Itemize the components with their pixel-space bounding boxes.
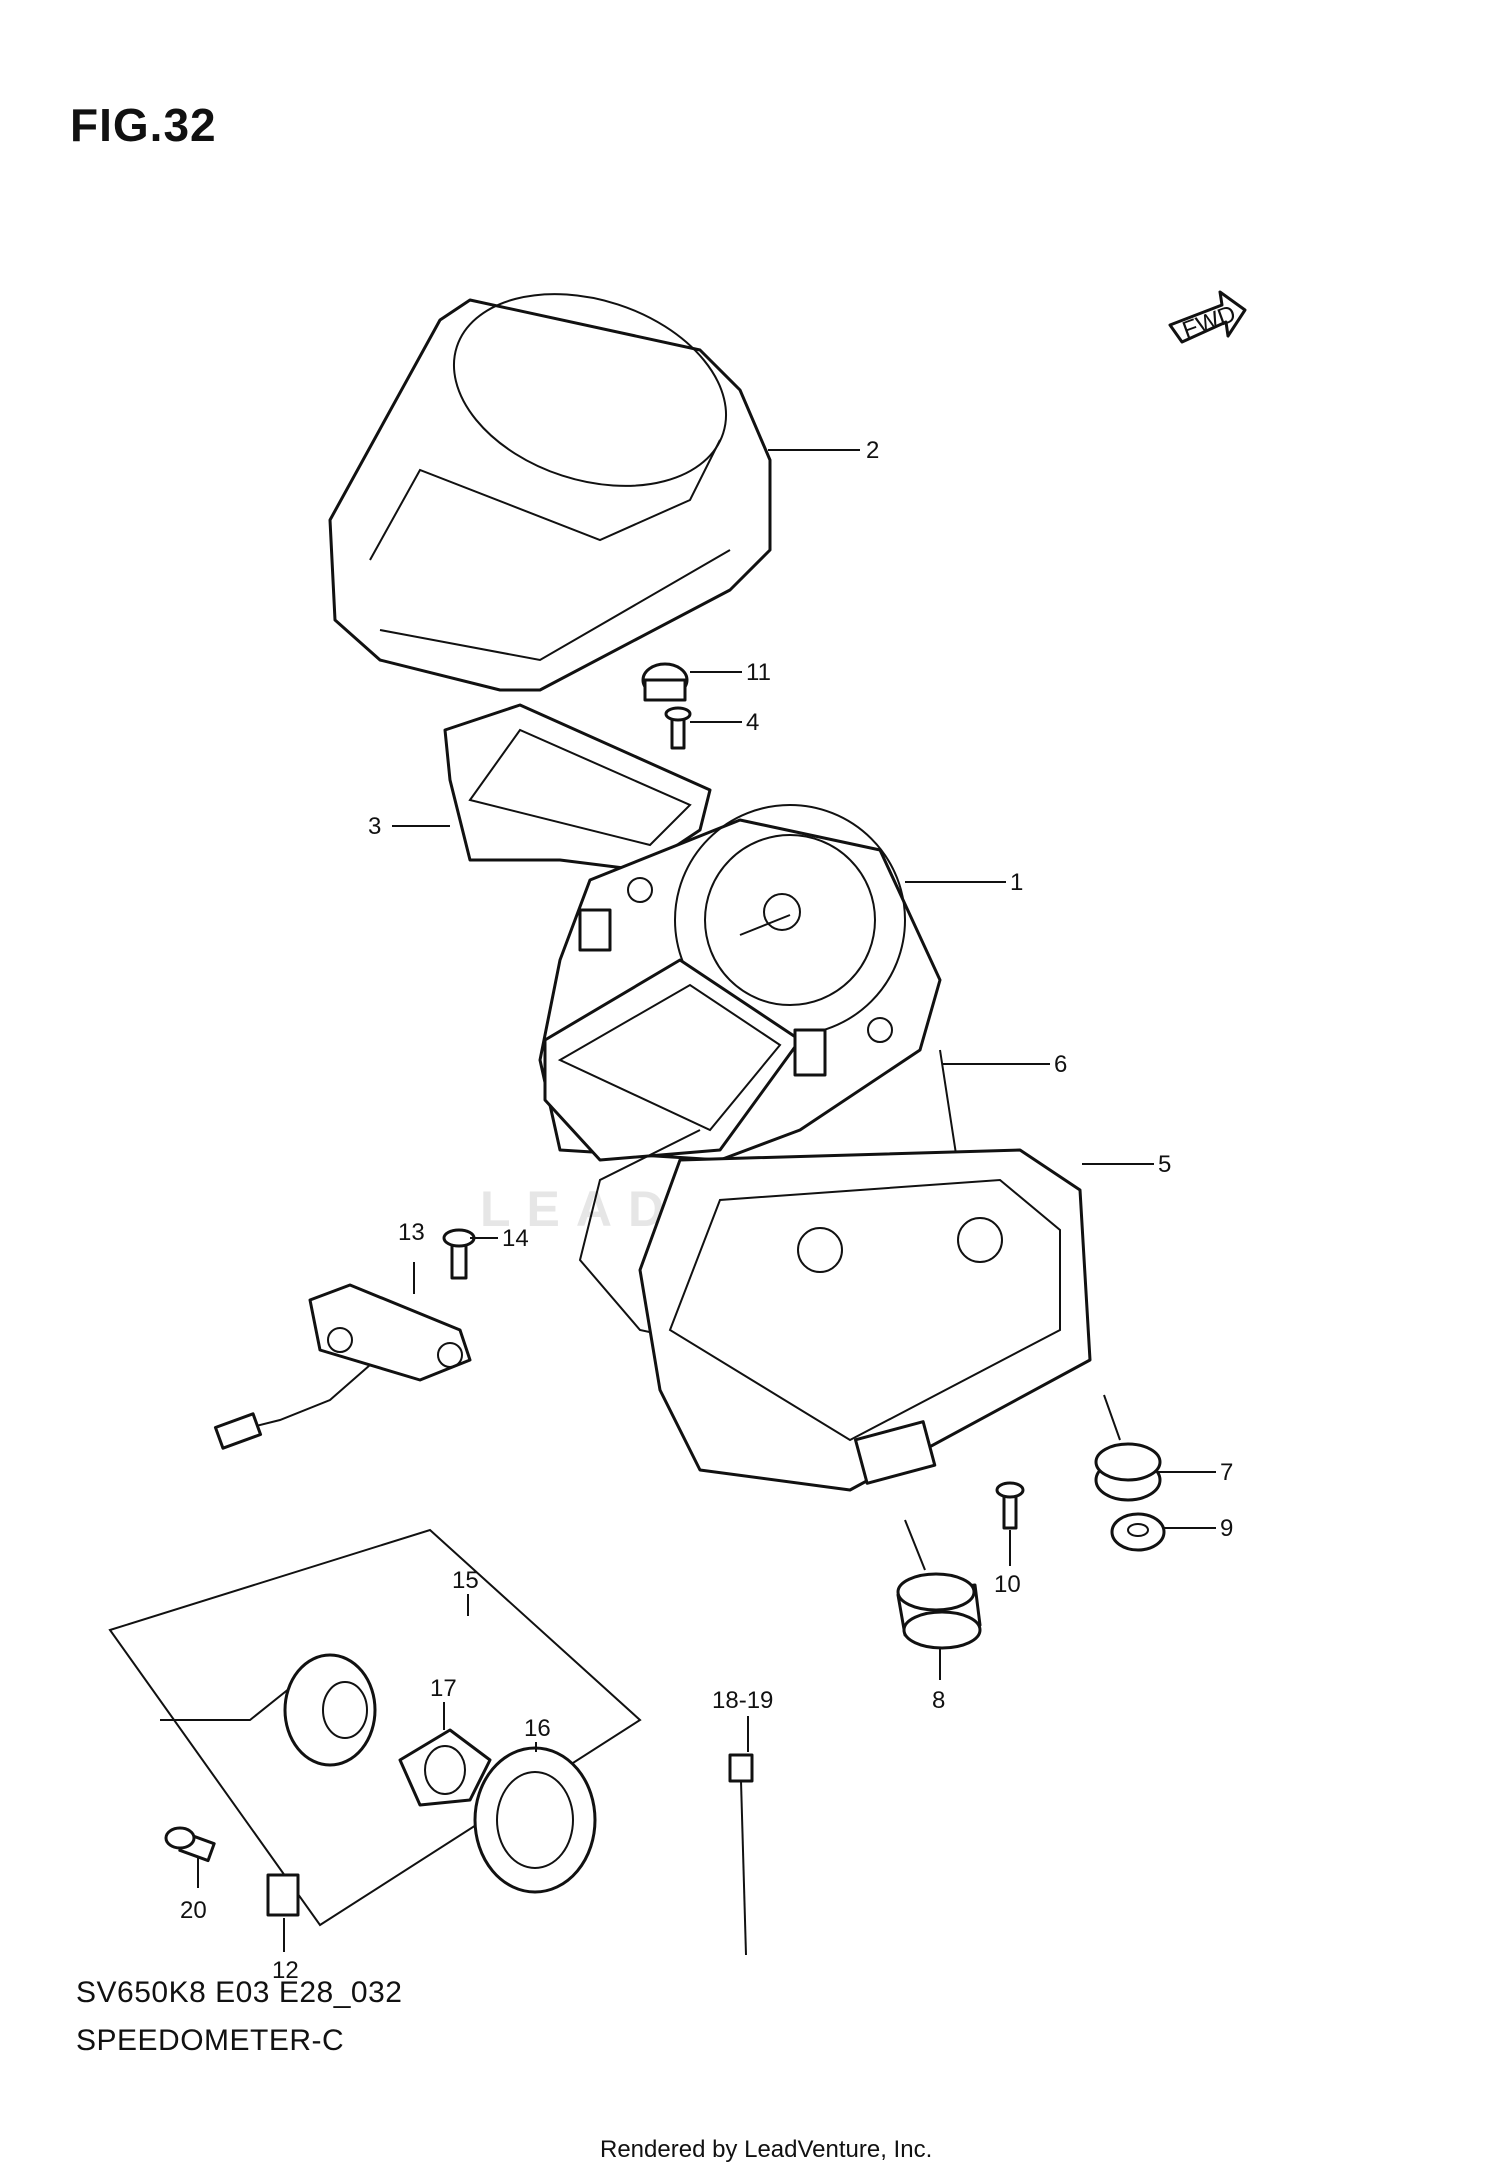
callout-13: 13 xyxy=(398,1219,425,1246)
leader-lines xyxy=(197,449,1216,1952)
part-clip-12 xyxy=(266,1873,300,1917)
model-code: SV650K8 E03 E28_032 xyxy=(76,1976,403,2009)
callout-18-19: 18-19 xyxy=(712,1687,773,1714)
part-sensor-13 xyxy=(213,1283,472,1450)
callout-8: 8 xyxy=(932,1687,945,1714)
part-grommet-11 xyxy=(641,662,689,702)
part-ring-16 xyxy=(473,1746,597,1894)
part-cushion-8 xyxy=(896,1572,982,1650)
part-washer-9 xyxy=(1110,1512,1166,1552)
callout-6: 6 xyxy=(1054,1051,1067,1078)
part-lower-case xyxy=(638,1148,1092,1492)
section-name: SPEEDOMETER-C xyxy=(76,2024,345,2057)
callout-12: 12 xyxy=(272,1957,299,1984)
part-screw-10 xyxy=(995,1481,1025,1530)
callout-2: 2 xyxy=(866,437,879,464)
part-grommet-7 xyxy=(1094,1442,1162,1502)
callout-1: 1 xyxy=(1010,869,1023,896)
callout-labels: 2 11 4 3 1 6 5 13 14 7 9 10 8 15 17 16 1… xyxy=(180,437,1233,1984)
callout-11: 11 xyxy=(746,659,771,686)
figure-title: FIG.32 xyxy=(70,99,217,151)
callout-15: 15 xyxy=(452,1567,479,1594)
part-gauge-assembly xyxy=(538,804,942,1162)
callout-5: 5 xyxy=(1158,1151,1171,1178)
part-bolt-20 xyxy=(164,1826,216,1863)
part-meter-cover xyxy=(328,293,772,692)
part-cable-tie-18-19 xyxy=(728,1753,754,1956)
part-screw-4 xyxy=(664,706,692,750)
part-kit-15 xyxy=(108,1528,642,1927)
callout-14: 14 xyxy=(502,1225,529,1252)
part-lcd-lens xyxy=(443,703,712,872)
callout-10: 10 xyxy=(994,1571,1021,1598)
callout-3: 3 xyxy=(368,813,381,840)
callout-20: 20 xyxy=(180,1897,207,1924)
fwd-label: FWD xyxy=(1179,300,1240,344)
callout-17: 17 xyxy=(430,1675,457,1702)
render-credit: Rendered by LeadVenture, Inc. xyxy=(600,2136,933,2163)
fwd-arrow-icon: FWD xyxy=(1168,290,1247,344)
callout-7: 7 xyxy=(1220,1459,1233,1486)
callout-16: 16 xyxy=(524,1715,551,1742)
callout-9: 9 xyxy=(1220,1515,1233,1542)
callout-4: 4 xyxy=(746,709,759,736)
part-socket-17 xyxy=(398,1728,492,1807)
part-bolt-14 xyxy=(442,1228,476,1280)
